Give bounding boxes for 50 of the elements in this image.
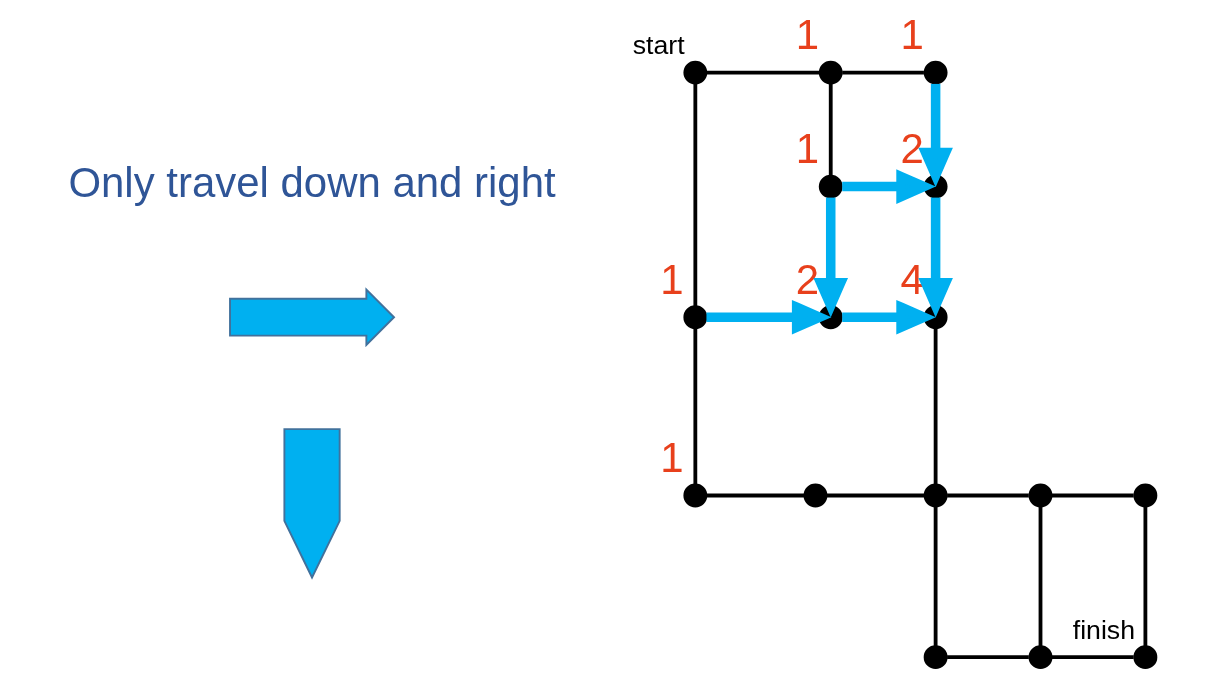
node-circle xyxy=(923,305,948,330)
arrow xyxy=(841,299,936,335)
node-circle xyxy=(682,305,707,330)
node-circle xyxy=(682,483,707,508)
connector xyxy=(692,83,697,306)
connector xyxy=(946,493,1029,498)
node-circle xyxy=(803,483,827,508)
node-arrow xyxy=(282,428,341,580)
node-circle xyxy=(818,174,843,199)
node-label: 1 xyxy=(900,11,924,59)
node-label: 1 xyxy=(795,125,819,173)
arrow xyxy=(705,299,831,335)
connector xyxy=(933,506,938,647)
connector xyxy=(705,70,820,75)
connector xyxy=(692,328,697,485)
connector xyxy=(933,328,938,485)
node-label: 2 xyxy=(795,256,819,304)
node-label: finish xyxy=(1072,614,1135,645)
node-circle xyxy=(1132,483,1157,508)
node-label: 1 xyxy=(659,256,684,304)
node-label: start xyxy=(632,30,685,61)
node-circle xyxy=(923,60,948,85)
node-circle xyxy=(1028,645,1052,670)
connector xyxy=(841,70,924,75)
connector xyxy=(946,655,1029,660)
connector xyxy=(1051,493,1134,498)
node-circle xyxy=(923,645,948,670)
node-label: 1 xyxy=(659,434,684,482)
connector xyxy=(1038,506,1042,647)
node-circle xyxy=(923,174,948,199)
arrow xyxy=(917,83,953,188)
arrow xyxy=(812,197,848,318)
node-circle xyxy=(923,483,948,508)
connector xyxy=(826,493,925,498)
node-circle xyxy=(818,60,843,85)
connector xyxy=(828,83,833,176)
node-arrow xyxy=(228,287,395,348)
node-label: 4 xyxy=(900,256,924,304)
node-label: 2 xyxy=(900,125,924,173)
connector xyxy=(1051,655,1134,660)
arrow xyxy=(917,197,953,318)
arrow xyxy=(841,169,936,204)
node-circle xyxy=(818,305,843,330)
node-circle xyxy=(1028,483,1052,508)
connector xyxy=(706,493,804,498)
node-label: 1 xyxy=(795,11,819,59)
connector xyxy=(1143,506,1147,647)
label: Only travel down and right xyxy=(67,159,556,207)
node-circle xyxy=(682,60,707,85)
node-circle xyxy=(1132,645,1157,670)
